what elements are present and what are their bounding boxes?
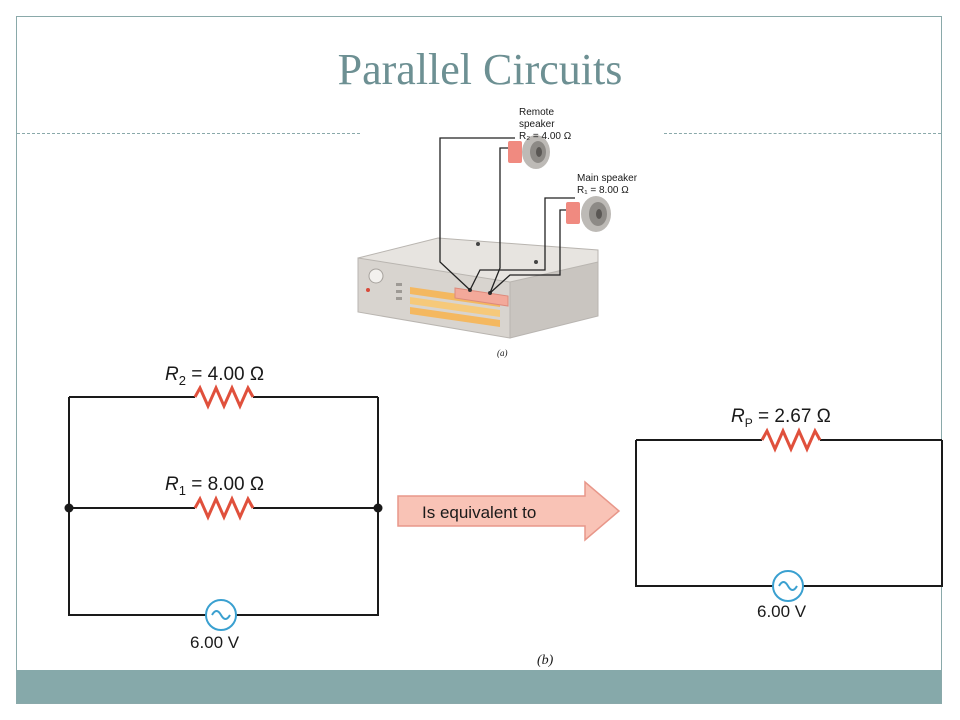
photo-caption: (a) bbox=[497, 348, 508, 358]
power-led bbox=[366, 288, 370, 292]
receiver-button bbox=[396, 290, 402, 293]
slide-title: Parallel Circuits bbox=[337, 45, 623, 94]
main-speaker-icon bbox=[566, 196, 611, 232]
remote-speaker-icon bbox=[508, 135, 550, 169]
display-strip bbox=[410, 297, 500, 317]
receiver-button bbox=[396, 297, 402, 300]
resistor-r1 bbox=[193, 495, 255, 521]
main-speaker-label: Main speaker bbox=[577, 173, 638, 184]
ac-source-icon bbox=[772, 570, 804, 602]
source-voltage-label: 6.00 V bbox=[190, 633, 240, 652]
speaker-wires bbox=[439, 137, 575, 294]
ac-source-icon bbox=[205, 599, 237, 631]
resistor-r2 bbox=[193, 384, 255, 410]
volume-knob bbox=[368, 268, 384, 284]
receiver-button bbox=[396, 283, 402, 286]
parallel-circuit-wires bbox=[68, 396, 379, 616]
resistor-rp bbox=[760, 427, 822, 453]
main-speaker-resistance: R₁ = 8.00 Ω bbox=[577, 185, 629, 196]
remote-speaker-resistance: R₂ = 4.00 Ω bbox=[519, 131, 572, 142]
equivalent-source-label: 6.00 V bbox=[757, 602, 807, 621]
stereo-illustration: Remote speaker R₂ = 4.00 Ω Main speaker … bbox=[357, 107, 638, 358]
rp-label: RP = 2.67 Ω bbox=[731, 406, 831, 430]
title-divider-left bbox=[17, 133, 360, 134]
equivalence-arrow bbox=[397, 480, 621, 542]
slide-frame bbox=[16, 16, 942, 704]
receiver-side bbox=[509, 261, 599, 339]
remote-speaker-label: Remote bbox=[519, 107, 554, 118]
figure-caption: (b) bbox=[537, 653, 554, 668]
remote-speaker-label: speaker bbox=[519, 119, 555, 130]
r2-label: R2 = 4.00 Ω bbox=[165, 364, 264, 388]
display-strip bbox=[410, 307, 500, 327]
junction-node bbox=[373, 503, 383, 513]
arrow-label: Is equivalent to bbox=[422, 503, 536, 522]
title-divider-right bbox=[664, 133, 941, 134]
junction-node bbox=[64, 503, 74, 513]
r1-label: R1 = 8.00 Ω bbox=[165, 474, 264, 498]
equivalent-circuit-wires bbox=[635, 439, 943, 587]
footer-bar bbox=[17, 670, 941, 703]
